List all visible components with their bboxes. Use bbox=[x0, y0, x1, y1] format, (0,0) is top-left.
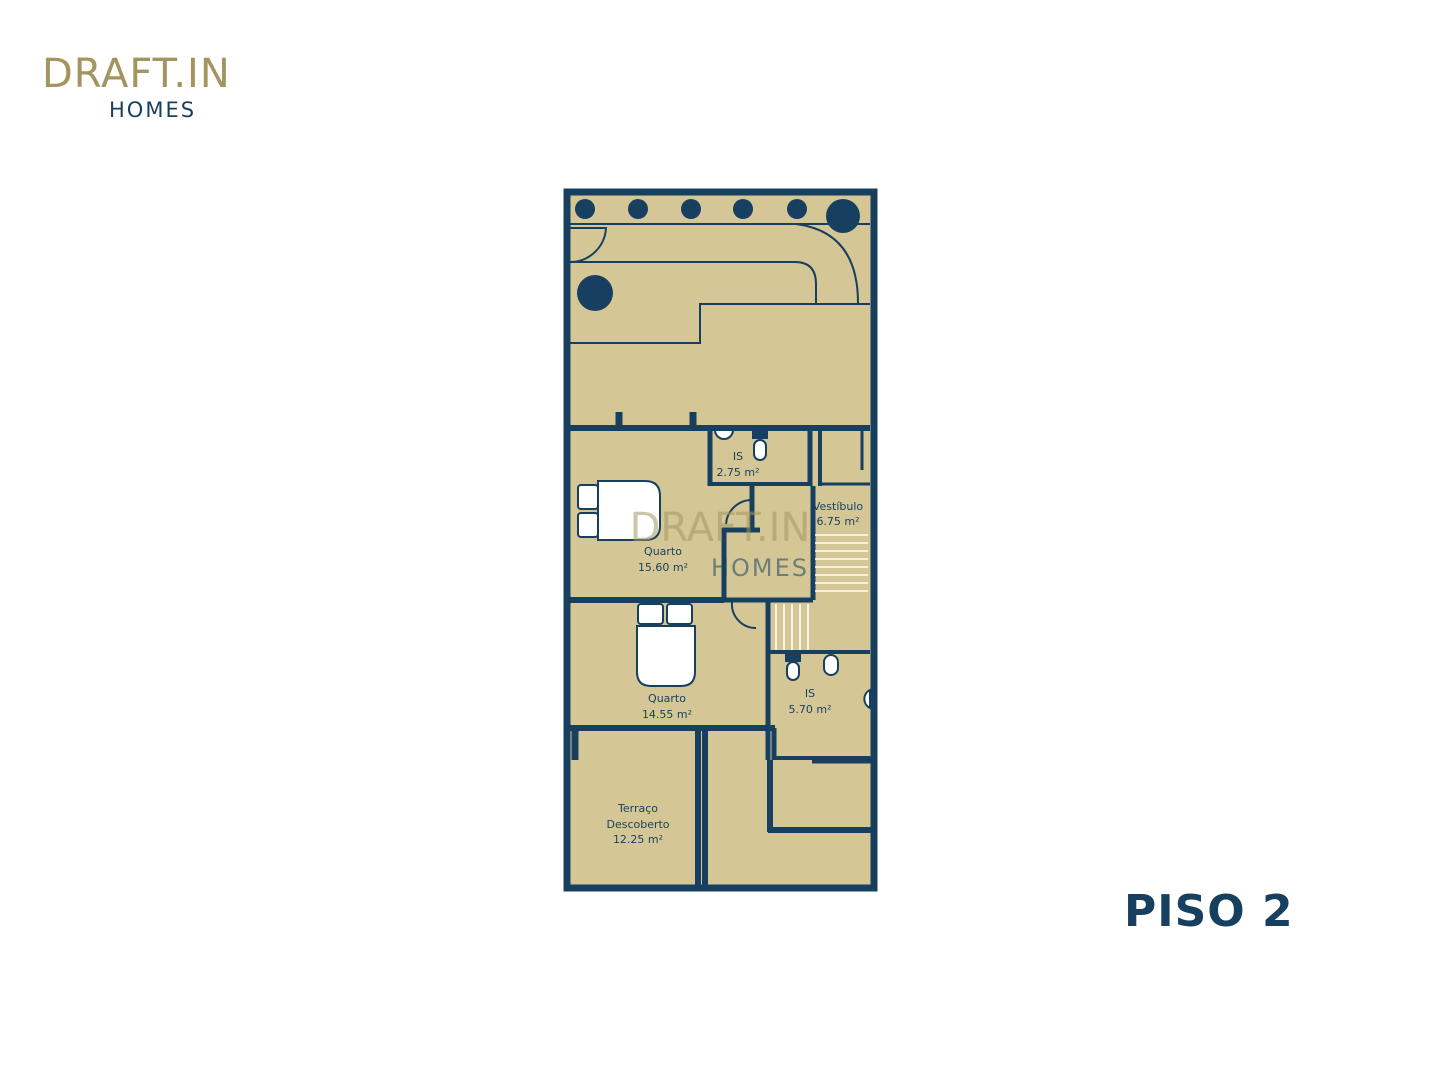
room-is1-area: 2.75 m² bbox=[716, 466, 759, 479]
room-terraco-name-1: Terraço bbox=[617, 802, 658, 815]
logo-wordmark: DRAFT.IN bbox=[42, 51, 231, 97]
stairs bbox=[775, 534, 868, 650]
watermark-line2: HOMES bbox=[711, 554, 809, 582]
room-quarto2-area: 14.55 m² bbox=[642, 708, 692, 721]
brand-logo: DRAFT.IN HOMES bbox=[42, 52, 230, 132]
room-is2-name: IS bbox=[805, 687, 815, 700]
room-quarto1-name: Quarto bbox=[644, 545, 682, 558]
room-quarto1-area: 15.60 m² bbox=[638, 561, 688, 574]
room-is1-name: IS bbox=[733, 450, 743, 463]
columns bbox=[575, 199, 860, 311]
floor-label: PISO 2 bbox=[1124, 886, 1294, 937]
room-terraco-name-2: Descoberto bbox=[606, 818, 669, 831]
room-vestibulo-name: Vestíbulo bbox=[813, 500, 864, 513]
walls bbox=[563, 188, 878, 892]
doors bbox=[569, 227, 757, 630]
watermark-line1: DRAFT.IN bbox=[630, 505, 811, 551]
furniture bbox=[577, 429, 871, 710]
room-is2-area: 5.70 m² bbox=[788, 703, 831, 716]
room-vestibulo-area: 6.75 m² bbox=[816, 515, 859, 528]
room-terraco-area: 12.25 m² bbox=[613, 833, 663, 846]
logo-subtitle: HOMES bbox=[109, 98, 197, 122]
room-quarto2-name: Quarto bbox=[648, 692, 686, 705]
